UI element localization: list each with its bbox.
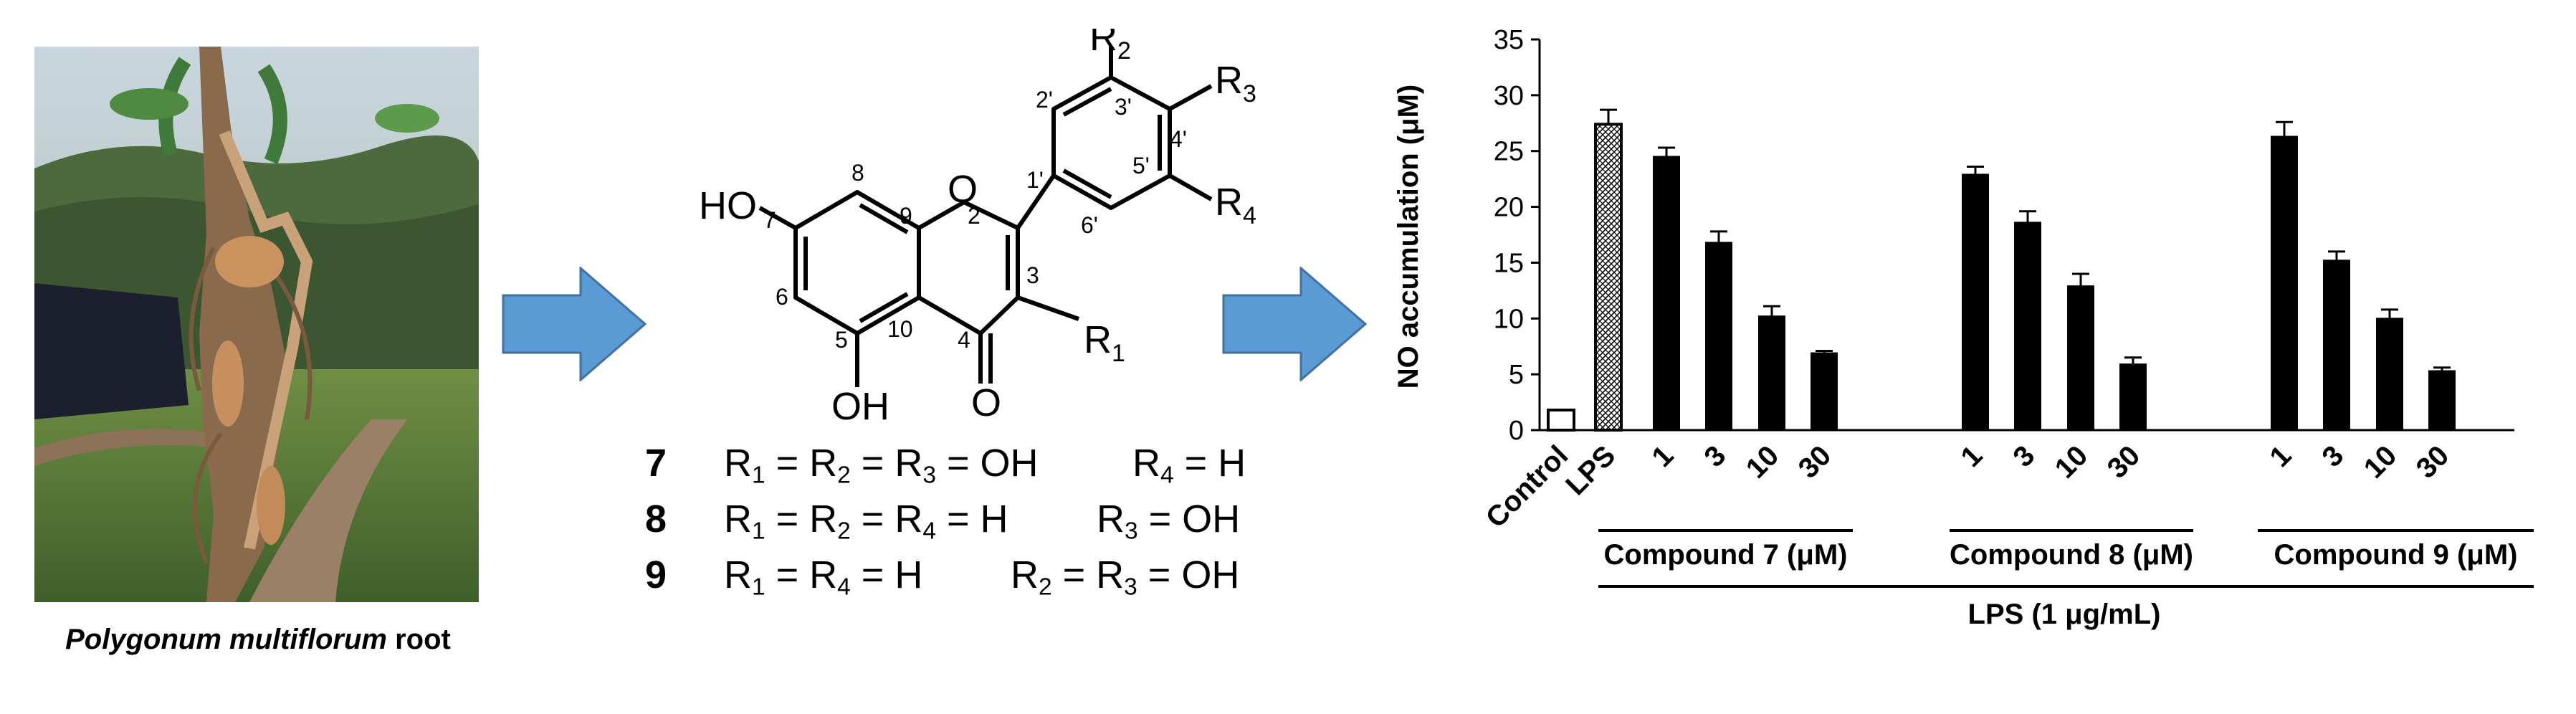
svg-text:6': 6': [1081, 212, 1098, 238]
bar-group0-3: [1705, 242, 1732, 431]
x-tick-label: 10: [1740, 439, 1785, 485]
svg-text:5: 5: [835, 327, 848, 353]
bar-group0-10: [1758, 315, 1785, 431]
caption-rest: root: [387, 624, 451, 655]
y-tick-label: 15: [1494, 248, 1524, 278]
no-accumulation-chart: 0 5 10 15 20 25 30 35 NO accumulation (μM) Contro…: [1393, 25, 2534, 630]
group-label: Compound 8 (μM): [1950, 539, 2193, 571]
y-tick-label: 30: [1494, 81, 1524, 111]
label-ring-oxygen: O: [948, 168, 978, 211]
compound-right-substituents: R4 = H: [1132, 442, 1246, 489]
y-axis-label: NO accumulation (μM): [1393, 85, 1424, 389]
root-photo: [34, 47, 479, 602]
svg-text:8: 8: [851, 160, 864, 186]
caption-species: Polygonum multiflorum: [65, 624, 387, 655]
x-tick-label: 3: [1699, 439, 1732, 473]
compound-left-substituents: R1 = R2 = R4 = H: [724, 498, 1008, 545]
bar-group2-1: [2271, 135, 2298, 431]
label-r3: R3: [1215, 59, 1256, 108]
compound-number: 9: [645, 553, 667, 596]
bar-group1-1: [1962, 173, 1989, 432]
label-r1: R1: [1084, 318, 1125, 367]
arrow-photo-to-structure: [502, 267, 647, 381]
x-tick-label: 30: [1793, 439, 1838, 485]
bar-group2-30: [2428, 370, 2456, 432]
compound-right-substituents: R2 = R3 = OH: [1011, 553, 1240, 601]
svg-text:3': 3': [1115, 94, 1132, 120]
svg-text:4: 4: [958, 327, 970, 353]
svg-text:10: 10: [887, 316, 913, 342]
y-tick-label: 5: [1509, 360, 1524, 390]
svg-text:2: 2: [968, 203, 981, 229]
compound-number: 7: [645, 442, 667, 485]
x-tick-label: 1: [2264, 439, 2298, 473]
label-r4: R4: [1215, 181, 1256, 229]
x-tick-label: 30: [2102, 439, 2147, 485]
bar-group0-1: [1653, 156, 1680, 431]
bar-group1-10: [2067, 285, 2094, 431]
svg-text:5': 5': [1132, 153, 1150, 178]
svg-text:1': 1': [1026, 167, 1044, 193]
x-tick-label: 10: [2049, 439, 2094, 485]
bar-control: [1547, 408, 1575, 432]
structure-labels: HO O O OH R1 R2 R3 R4 7 8 9 2 3 4 10 5 6…: [699, 29, 1256, 428]
svg-text:7: 7: [763, 207, 776, 233]
compound-right-substituents: R3 = OH: [1097, 498, 1241, 545]
structure-bonds: [758, 47, 1213, 387]
bar-group1-30: [2119, 363, 2147, 431]
y-tick-label: 0: [1509, 416, 1524, 446]
bar-group1-3: [2014, 222, 2041, 431]
root-photo-drawing: [34, 47, 479, 602]
x-tick-label: 30: [2410, 439, 2456, 485]
svg-text:4': 4': [1170, 126, 1187, 152]
compound-left-substituents: R1 = R4 = H: [724, 553, 923, 601]
y-tick-label: 25: [1494, 137, 1524, 167]
svg-text:3: 3: [1026, 262, 1039, 288]
bar-group2-10: [2376, 318, 2403, 431]
svg-text:2': 2': [1036, 87, 1053, 113]
arrow-structure-to-chart: [1222, 267, 1368, 381]
chart-plot-area: 0 5 10 15 20 25 30 35 NO accumulation (μM) Contro…: [1393, 25, 2534, 630]
y-tick-label: 20: [1494, 193, 1524, 223]
label-r2: R2: [1089, 29, 1131, 65]
x-tick-label: 3: [2008, 439, 2041, 473]
x-tick-label: LPS: [1560, 439, 1621, 501]
y-tick-label: 10: [1494, 304, 1524, 334]
lps-treatment-label: LPS (1 μg/mL): [1968, 599, 2161, 630]
bar-group2-3: [2323, 260, 2350, 432]
y-tick-label: 35: [1494, 25, 1524, 55]
label-ho: HO: [699, 184, 757, 227]
x-tick-label: 1: [1955, 439, 1989, 473]
atom-numbers: 7 8 9 2 3 4 10 5 6 1' 2' 3' 4' 5' 6': [763, 87, 1187, 353]
x-tick-label: 10: [2358, 439, 2403, 485]
svg-text:6: 6: [776, 284, 788, 310]
group-label: Compound 9 (μM): [2274, 539, 2518, 571]
label-oh: OH: [831, 385, 889, 428]
x-tick-label: Control: [1480, 439, 1575, 534]
x-tick-label: 1: [1646, 439, 1680, 473]
label-keto-oxygen: O: [971, 381, 1001, 424]
compound-number: 8: [645, 498, 667, 541]
x-tick-label: 3: [2317, 439, 2350, 473]
group-label: Compound 7 (μM): [1604, 539, 1848, 571]
bar-group0-30: [1811, 352, 1838, 431]
flavone-structure: HO O O OH R1 R2 R3 R4 7 8 9 2 3 4 10 5 6…: [699, 29, 1256, 428]
bar-lps: [1594, 123, 1623, 432]
photo-caption: Polygonum multiflorum root: [14, 624, 502, 656]
svg-text:9: 9: [900, 203, 912, 229]
compound-left-substituents: R1 = R2 = R3 = OH: [724, 442, 1039, 489]
